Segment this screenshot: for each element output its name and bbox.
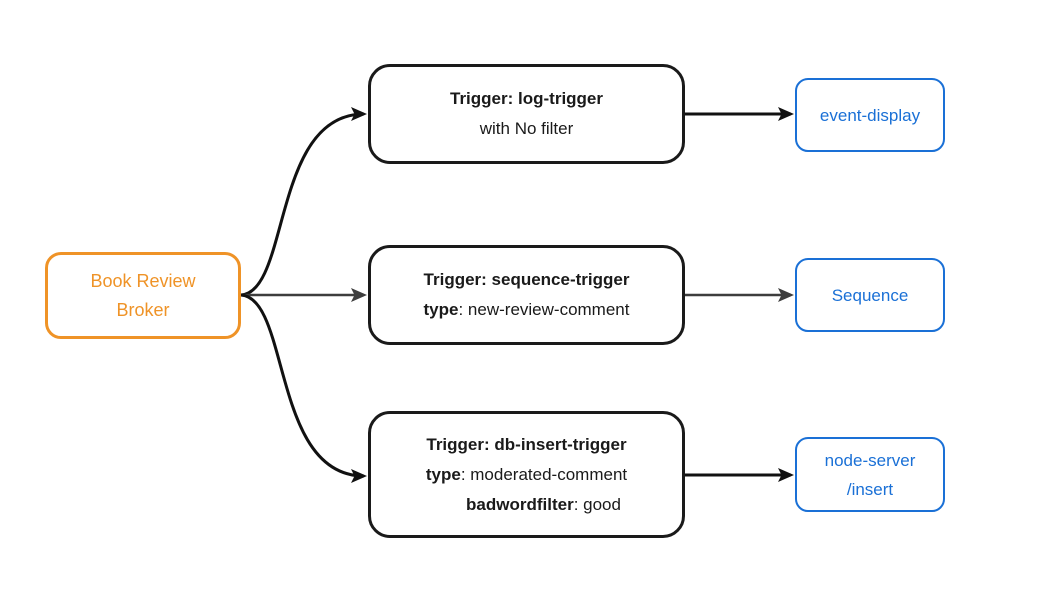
broker-label-line1: Book Review: [90, 270, 196, 291]
trigger-title: Trigger: db-insert-trigger: [426, 434, 627, 454]
trigger-attribute: type: new-review-comment: [424, 295, 630, 325]
trigger-attribute: type: moderated-comment: [426, 460, 627, 490]
sink-label: event-display: [819, 105, 921, 125]
trigger-attribute-key: badwordfilter: [466, 494, 574, 514]
connector-broker-to-db-insert-trigger: [240, 293, 367, 483]
sink-node-sequence: Sequence: [795, 258, 945, 332]
trigger-attribute: badwordfilter: good: [466, 490, 621, 520]
trigger-attribute-key: type: [423, 300, 459, 319]
trigger-node-log-trigger: Trigger: log-trigger with No filter: [368, 64, 685, 164]
trigger-title: Trigger: sequence-trigger: [423, 270, 630, 289]
broker-label-line2: Broker: [116, 299, 170, 320]
trigger-title: Trigger: log-trigger: [450, 89, 603, 108]
trigger-node-db-insert-trigger: Trigger: db-insert-trigger type: moderat…: [368, 411, 685, 538]
trigger-attribute-value: : new-review-comment: [458, 300, 630, 319]
trigger-subtitle: with No filter: [479, 119, 574, 138]
trigger-attribute-value: : moderated-comment: [460, 464, 628, 484]
sink-label-line1: node-server: [824, 450, 916, 470]
sink-label-line2: /insert: [846, 479, 894, 499]
sink-node-node-server-insert: node-server /insert: [795, 437, 945, 512]
broker-node: Book Review Broker: [45, 252, 241, 339]
connector-broker-to-log-trigger: [240, 107, 367, 297]
trigger-attribute-key: type: [425, 464, 461, 484]
sink-label: Sequence: [831, 285, 909, 305]
trigger-node-sequence-trigger: Trigger: sequence-trigger type: new-revi…: [368, 245, 685, 345]
trigger-attribute-value: : good: [573, 494, 621, 514]
sink-node-event-display: event-display: [795, 78, 945, 152]
